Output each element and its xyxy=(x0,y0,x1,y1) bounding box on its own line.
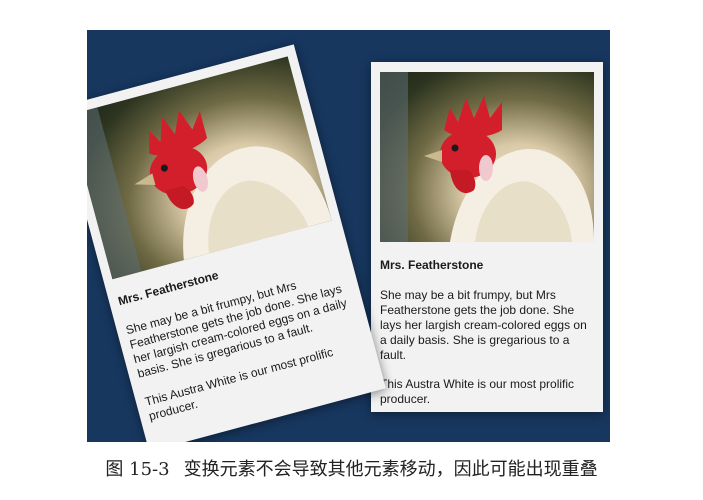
chicken-card-untransformed: Mrs. Featherstone She may be a bit frump… xyxy=(371,62,603,412)
rooster-photo xyxy=(87,56,332,280)
demo-stage: Mrs. Featherstone She may be a bit frump… xyxy=(87,30,610,442)
figure-number: 图 15-3 xyxy=(105,459,170,480)
rooster-illustration xyxy=(380,72,594,242)
chicken-card-rotated: Mrs. Featherstone She may be a bit frump… xyxy=(87,44,386,442)
card-description: She may be a bit frumpy, but Mrs Feather… xyxy=(380,288,587,362)
rooster-illustration xyxy=(87,107,332,280)
card-note: This Austra White is our most prolific p… xyxy=(380,377,575,406)
figure-caption: 图 15-3 变换元素不会导致其他元素移动，因此可能出现重叠 xyxy=(0,458,703,482)
card-title: Mrs. Featherstone xyxy=(380,258,484,272)
figure-caption-text: 变换元素不会导致其他元素移动，因此可能出现重叠 xyxy=(183,459,598,480)
rooster-photo xyxy=(380,72,594,242)
